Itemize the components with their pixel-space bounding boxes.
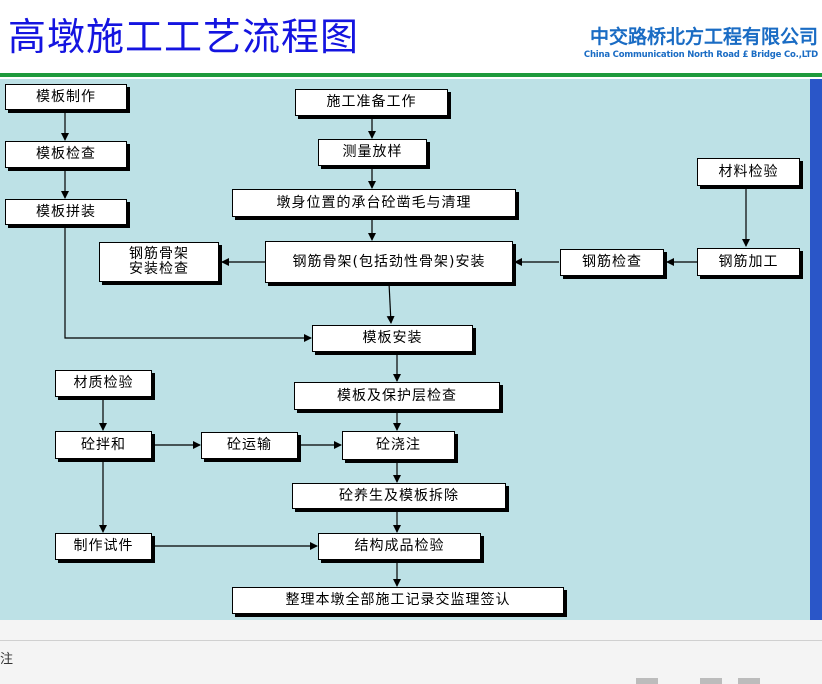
node-survey-layout: 测量放样 bbox=[318, 139, 427, 166]
page-title: 高墩施工工艺流程图 bbox=[8, 15, 360, 59]
node-formwork-make: 模板制作 bbox=[5, 84, 127, 110]
notes-divider bbox=[0, 640, 822, 641]
status-bar-control[interactable] bbox=[700, 678, 722, 684]
node-rebar-processing: 钢筋加工 bbox=[697, 248, 800, 276]
node-records-signoff: 整理本墩全部施工记录交监理签认 bbox=[232, 587, 564, 614]
notes-pane[interactable] bbox=[0, 620, 822, 684]
node-curing-stripping: 砼养生及模板拆除 bbox=[292, 483, 506, 509]
node-formwork-check: 模板检查 bbox=[5, 141, 127, 168]
node-formwork-assemble: 模板拼装 bbox=[5, 199, 127, 225]
node-concrete-pouring: 砼浇注 bbox=[342, 431, 455, 460]
company-name-cn: 中交路桥北方工程有限公司 bbox=[589, 26, 818, 48]
arrow-cage-to-install bbox=[386, 282, 395, 324]
node-specimen-making: 制作试件 bbox=[55, 533, 152, 560]
company-name-en: China Communication North Road £ Bridge … bbox=[583, 50, 818, 60]
arrow-assemble-to-install bbox=[64, 225, 312, 342]
node-rebar-check: 钢筋检查 bbox=[560, 249, 664, 276]
status-bar-control[interactable] bbox=[738, 678, 760, 684]
node-quality-test: 材质检验 bbox=[55, 370, 152, 397]
node-concrete-transport: 砼运输 bbox=[201, 432, 298, 459]
node-formwork-install: 模板安装 bbox=[312, 325, 473, 352]
slide-header: 高墩施工工艺流程图 中交路桥北方工程有限公司 China Communicati… bbox=[0, 0, 822, 77]
node-structure-inspection: 结构成品检验 bbox=[318, 533, 481, 560]
vertical-scrollbar[interactable] bbox=[810, 79, 822, 620]
status-bar-control[interactable] bbox=[636, 678, 658, 684]
node-cap-chiseling: 墩身位置的承台砼凿毛与清理 bbox=[232, 189, 516, 217]
node-cover-check: 模板及保护层检查 bbox=[294, 382, 500, 410]
node-rebar-install-check: 钢筋骨架 安装检查 bbox=[99, 242, 219, 282]
node-material-inspection: 材料检验 bbox=[697, 158, 800, 186]
node-rebar-cage-install: 钢筋骨架(包括劲性骨架)安装 bbox=[265, 241, 513, 283]
node-concrete-mixing: 砼拌和 bbox=[55, 431, 152, 459]
notes-label: 注 bbox=[0, 652, 14, 667]
node-construction-prep: 施工准备工作 bbox=[295, 89, 448, 116]
header-divider bbox=[0, 73, 822, 77]
